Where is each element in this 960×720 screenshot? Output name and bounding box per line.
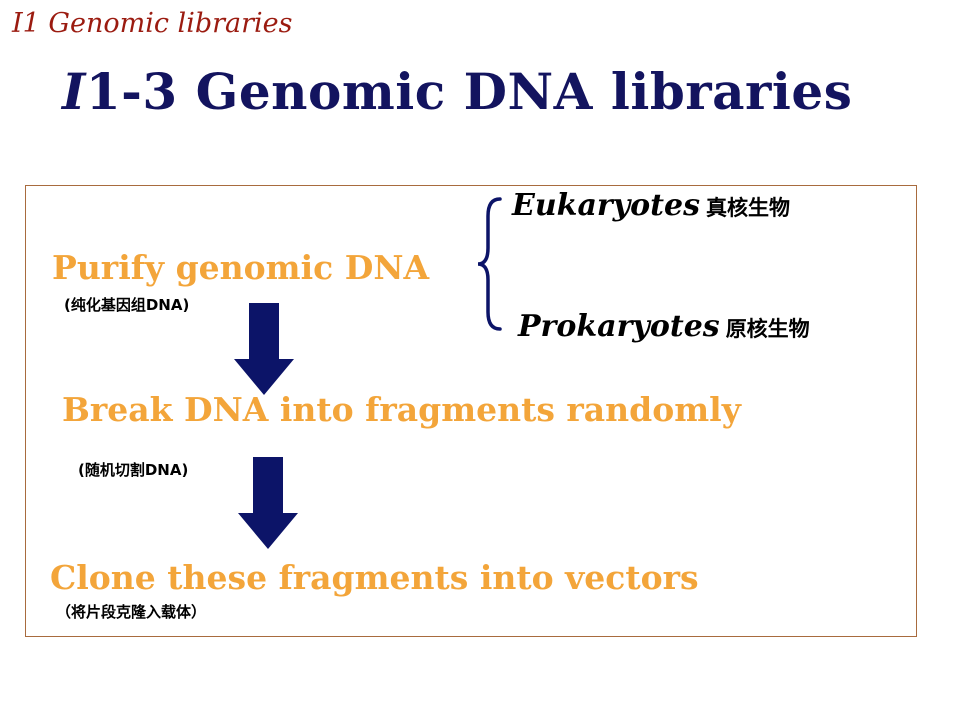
organism-eukaryotes-name: Eukaryotes (512, 188, 700, 223)
organism-prokaryotes-name: Prokaryotes (518, 309, 720, 344)
title-rest: 1-3 Genomic DNA libraries (85, 62, 853, 121)
section-label: I1 Genomic libraries (12, 8, 293, 39)
title-prefix: I (62, 62, 86, 121)
step-purify-note: (纯化基因组DNA) (64, 296, 190, 314)
step-break-note: (随机切割DNA) (78, 461, 189, 479)
organism-prokaryotes-chinese: 原核生物 (725, 317, 810, 341)
organism-eukaryotes-chinese: 真核生物 (705, 196, 790, 220)
curly-brace-icon (477, 197, 502, 331)
step-clone-note: （将片段克隆入载体） (56, 603, 207, 621)
slide-title: I1-3 Genomic DNA libraries (62, 62, 852, 121)
step-break-label: Break DNA into fragments randomly (62, 390, 741, 429)
down-arrow-icon (238, 457, 298, 549)
step-purify-label: Purify genomic DNA (52, 248, 430, 287)
content-box (25, 185, 917, 637)
step-clone-label: Clone these fragments into vectors (50, 558, 699, 597)
down-arrow-icon (234, 303, 294, 395)
